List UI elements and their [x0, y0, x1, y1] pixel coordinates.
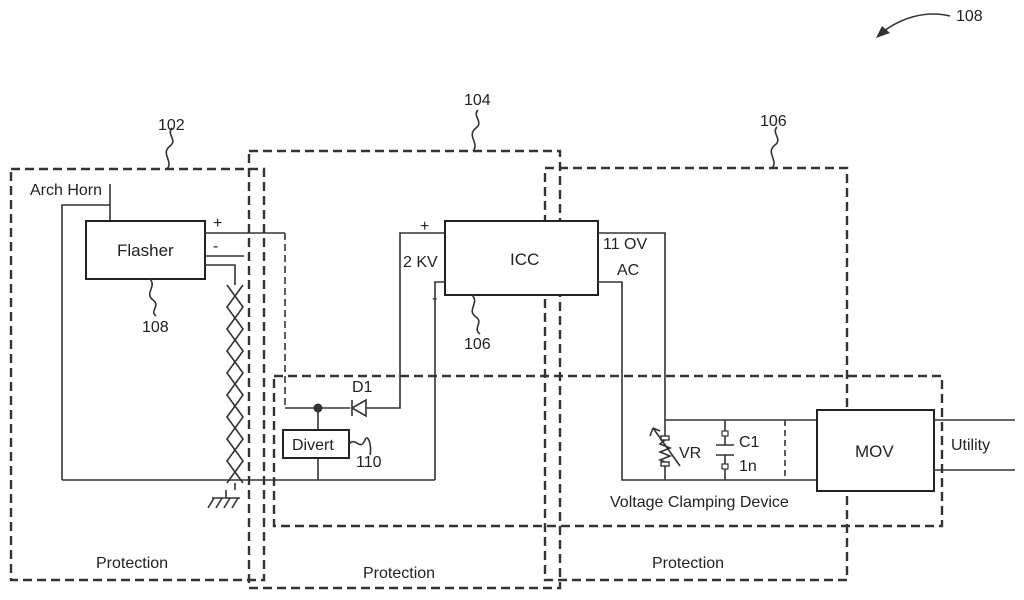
icc-ref-leader: [471, 294, 481, 335]
region-104-ref: 104: [464, 92, 491, 109]
varistor-label: VR: [679, 445, 701, 462]
protection-region-106: 106 Protection: [543, 113, 849, 582]
divert-box: [282, 429, 350, 459]
diode-d1-label: D1: [352, 379, 373, 396]
region-106-label: Protection: [652, 555, 724, 572]
flasher-plus: +: [213, 215, 222, 232]
ground-symbol: [207, 490, 240, 509]
icc-output-voltage: 11 OV: [603, 236, 648, 253]
icc-ref: 106: [464, 336, 491, 353]
flasher-label: Flasher: [117, 241, 174, 260]
twisted-wire-chain: [226, 284, 244, 490]
icc-input-voltage: 2 KV: [403, 254, 438, 271]
utility-lines: [934, 419, 1015, 471]
varistor-vr: [649, 427, 681, 467]
divert-ref-leader: [348, 437, 372, 456]
junction-dot: [313, 403, 323, 413]
icc-box: [444, 220, 599, 296]
flasher-box: [85, 220, 206, 280]
region-102-label: Protection: [96, 555, 168, 572]
flasher-ref: 108: [142, 319, 169, 336]
flasher-output-wires: [205, 232, 286, 408]
protection-region-104: 104 Protection: [247, 92, 562, 590]
icc-plus: +: [420, 218, 429, 235]
mov-label: MOV: [855, 442, 894, 461]
capacitor-c1: [716, 430, 734, 470]
arch-horn-wiring: [61, 184, 218, 481]
figure-ref-arrow: [876, 13, 951, 38]
region-106-ref: 106: [760, 113, 787, 130]
divert-label: Divert: [292, 437, 334, 454]
icc-label: ICC: [510, 250, 539, 269]
figure-ref-label: 108: [956, 8, 983, 25]
diode-d1: [350, 398, 367, 418]
arch-horn-label: Arch Horn: [30, 182, 102, 199]
icc-output-ac: AC: [617, 262, 639, 279]
utility-label: Utility: [951, 437, 990, 454]
region-102-ref: 102: [158, 117, 185, 134]
voltage-clamping-region: Voltage Clamping Device: [272, 374, 944, 528]
capacitor-value: 1n: [739, 458, 757, 475]
flasher-minus: -: [213, 238, 218, 255]
flasher-ref-leader: [148, 278, 157, 317]
voltage-clamping-label: Voltage Clamping Device: [610, 494, 789, 511]
mov-box: [816, 409, 935, 492]
capacitor-name: C1: [739, 434, 760, 451]
protection-region-102: 102 Protection: [9, 117, 266, 582]
divert-ref: 110: [356, 454, 382, 471]
region-104-label: Protection: [363, 565, 435, 582]
